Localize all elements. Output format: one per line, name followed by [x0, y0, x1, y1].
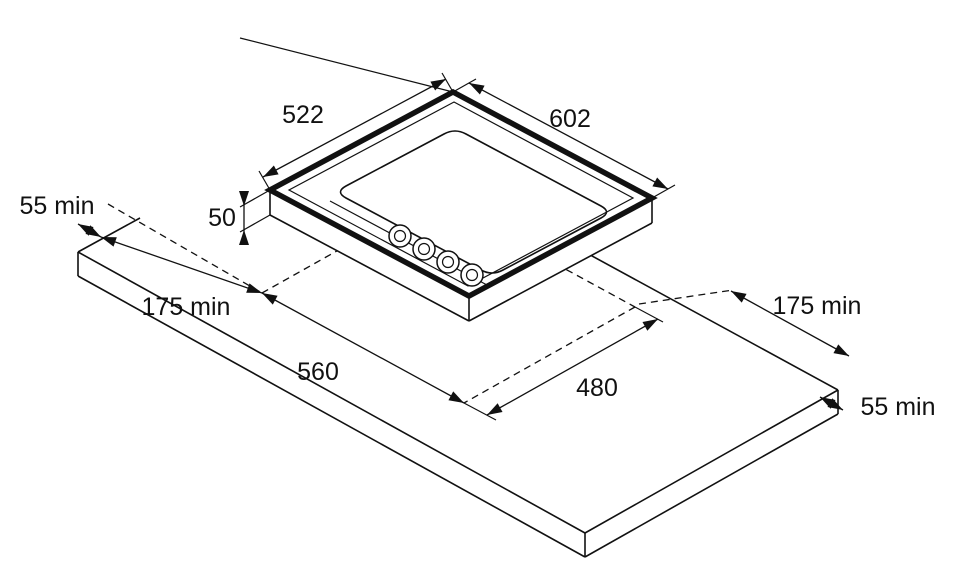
worktop-back-left-edge	[77, 217, 141, 253]
dimension-label-602: 602	[549, 105, 591, 133]
extension-tick	[651, 184, 676, 199]
extension-tick	[441, 72, 454, 93]
dimension-cutout-depth: 480	[463, 306, 664, 421]
dimension-line-522	[262, 78, 447, 178]
dimension-line-55-right	[819, 396, 844, 411]
dimension-hob-depth: 602	[452, 78, 676, 199]
dimension-left-clearances: 55 min 175 min	[19, 192, 263, 321]
dimension-hob-height: 50	[208, 189, 271, 245]
dimension-label-560: 560	[297, 358, 339, 386]
cutout-extension-line-left	[107, 203, 263, 294]
knob-2	[412, 237, 436, 261]
hob	[264, 88, 658, 322]
extension-tick	[239, 214, 271, 233]
dimension-label-522: 522	[282, 101, 324, 129]
dimension-hob-width: 522	[258, 72, 454, 191]
knob-2-inner	[417, 242, 431, 256]
dimension-line-55-left	[77, 223, 102, 238]
dimension-label-175-left: 175 min	[142, 293, 231, 321]
dimension-label-480: 480	[576, 374, 618, 402]
dimension-cutout-width: 560	[261, 292, 465, 404]
knob-3-inner	[441, 255, 455, 269]
dimension-label-175-right: 175 min	[773, 292, 862, 320]
dimension-label-55-left: 55 min	[19, 192, 94, 220]
dimension-line-560	[261, 292, 465, 404]
extension-tick	[258, 170, 271, 191]
hob-bottom-left-edge	[269, 214, 470, 322]
knob-4-inner	[465, 268, 479, 282]
cutout-extension-line-right	[638, 289, 734, 305]
knob-4	[460, 263, 484, 287]
knob-1	[388, 224, 412, 248]
extension-tick	[452, 78, 477, 93]
worktop-bottom-right-edge	[584, 413, 839, 558]
control-knobs	[388, 224, 484, 287]
dimension-line-175-right	[730, 290, 850, 357]
hob-top-outline	[264, 88, 658, 300]
dimension-line-602	[468, 82, 669, 190]
dimension-line-175-left	[100, 236, 263, 294]
worktop-bottom-left-edge	[77, 275, 586, 558]
dimension-label-55-right: 55 min	[860, 393, 935, 421]
knob-1-inner	[393, 229, 407, 243]
leader-line	[239, 37, 454, 93]
dimension-right-clearances: 175 min 55 min	[638, 289, 936, 421]
worktop-front-right-edge	[584, 389, 839, 534]
hob-bottom-right-edge	[468, 222, 653, 322]
extension-tick	[634, 306, 664, 323]
knob-3	[436, 250, 460, 274]
dimension-line-480	[486, 318, 659, 416]
extension-tick	[463, 402, 497, 421]
dimension-label-50: 50	[208, 204, 236, 232]
